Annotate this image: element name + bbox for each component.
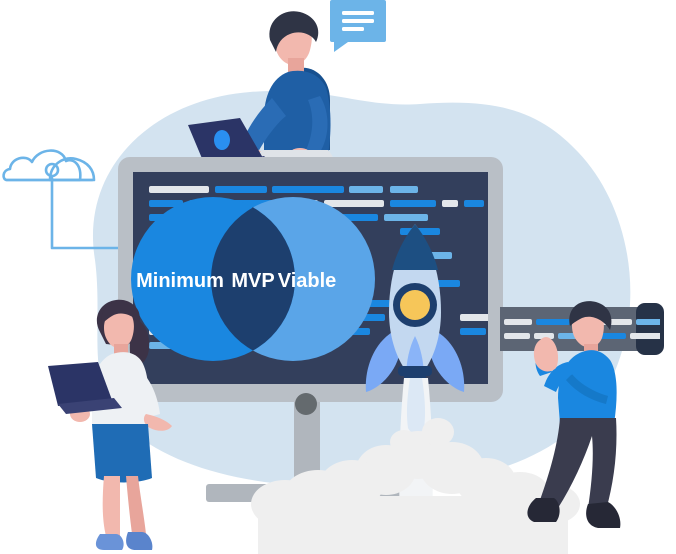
venn-intersection-label: MVP	[231, 270, 274, 292]
woman-blouse	[92, 352, 149, 430]
venn-intersection	[211, 197, 295, 361]
monitor-power-button[interactable]	[295, 393, 317, 415]
code-bar-end-cap	[636, 303, 664, 355]
man-hand	[533, 337, 559, 372]
woman-shoe-right	[126, 532, 153, 550]
woman-face	[104, 308, 134, 349]
person-standing-woman	[48, 299, 172, 550]
venn-right-label: Viable	[278, 270, 337, 292]
speech-bubble	[330, 0, 386, 52]
rocket-window	[400, 290, 430, 320]
venn-left-label: Minimum	[136, 270, 224, 292]
speech-bubble-line	[342, 11, 374, 15]
woman-shoe-left	[95, 534, 124, 550]
venn-diagram: Minimum MVP Viable	[131, 197, 375, 361]
man-pants	[540, 418, 617, 510]
woman-hand-right	[143, 414, 172, 431]
man-shoe-right	[586, 502, 621, 528]
man-shoe-left	[527, 498, 560, 522]
laptop-woman	[48, 362, 122, 414]
rocket-nose-cone	[392, 224, 438, 270]
cloud-network-icon	[2, 149, 162, 250]
speech-bubble-line	[342, 19, 374, 23]
speech-bubble-tail	[334, 42, 348, 52]
rocket-fin-left	[365, 330, 400, 392]
rocket-fin-right	[430, 330, 465, 392]
man-hair	[569, 301, 612, 330]
person-walking-man	[527, 301, 621, 528]
woman-ponytail	[129, 318, 150, 365]
woman-skirt	[92, 424, 152, 483]
speech-bubble-line	[342, 27, 364, 31]
rocket-engine-band	[398, 366, 432, 376]
smoke-clouds	[251, 418, 580, 554]
